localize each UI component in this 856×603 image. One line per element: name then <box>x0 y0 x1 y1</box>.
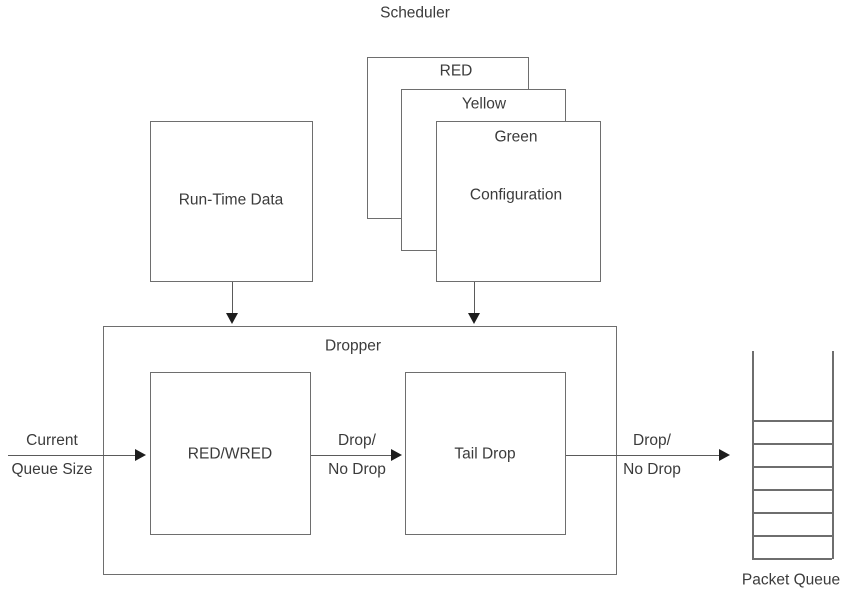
packet-queue-divider <box>752 443 832 445</box>
middle-edge-label-line2: No Drop <box>328 460 386 478</box>
config-card-green[interactable] <box>436 121 601 282</box>
config-card-configuration-label: Configuration <box>469 186 563 204</box>
middle-edge-line <box>311 455 393 456</box>
config-to-dropper-line <box>474 282 475 315</box>
packet-queue-left-wall <box>752 351 754 559</box>
input-edge-label-line1: Current <box>26 431 78 449</box>
run-time-data-box[interactable] <box>150 121 313 282</box>
config-to-dropper-arrowhead <box>468 313 480 324</box>
runtime-to-dropper-line <box>232 282 233 315</box>
packet-queue-divider <box>752 489 832 491</box>
red-wred-box[interactable] <box>150 372 311 535</box>
run-time-data-label: Run-Time Data <box>178 191 284 209</box>
packet-queue-divider <box>752 466 832 468</box>
dropper-title: Dropper <box>325 337 381 355</box>
input-edge-label-line2: Queue Size <box>11 460 93 478</box>
packet-queue-label: Packet Queue <box>741 571 841 589</box>
config-card-green-label: Green <box>494 128 538 146</box>
packet-queue-right-wall <box>832 351 834 559</box>
tail-drop-label: Tail Drop <box>454 445 516 463</box>
output-edge-arrowhead <box>719 449 730 461</box>
middle-edge-arrowhead <box>391 449 402 461</box>
packet-queue-bottom <box>752 558 832 560</box>
input-edge-arrowhead <box>135 449 146 461</box>
output-edge-line <box>566 455 722 456</box>
output-edge-label-line2: No Drop <box>623 460 681 478</box>
middle-edge-label-line1: Drop/ <box>338 431 376 449</box>
config-card-yellow-label: Yellow <box>461 95 507 113</box>
config-card-red-label: RED <box>439 62 473 80</box>
output-edge-label-line1: Drop/ <box>633 431 671 449</box>
red-wred-label: RED/WRED <box>187 445 273 463</box>
packet-queue-divider <box>752 420 832 422</box>
tail-drop-box[interactable] <box>405 372 566 535</box>
input-edge-line <box>8 455 137 456</box>
packet-queue-divider <box>752 535 832 537</box>
packet-queue-divider <box>752 512 832 514</box>
runtime-to-dropper-arrowhead <box>226 313 238 324</box>
scheduler-title: Scheduler <box>380 4 450 22</box>
